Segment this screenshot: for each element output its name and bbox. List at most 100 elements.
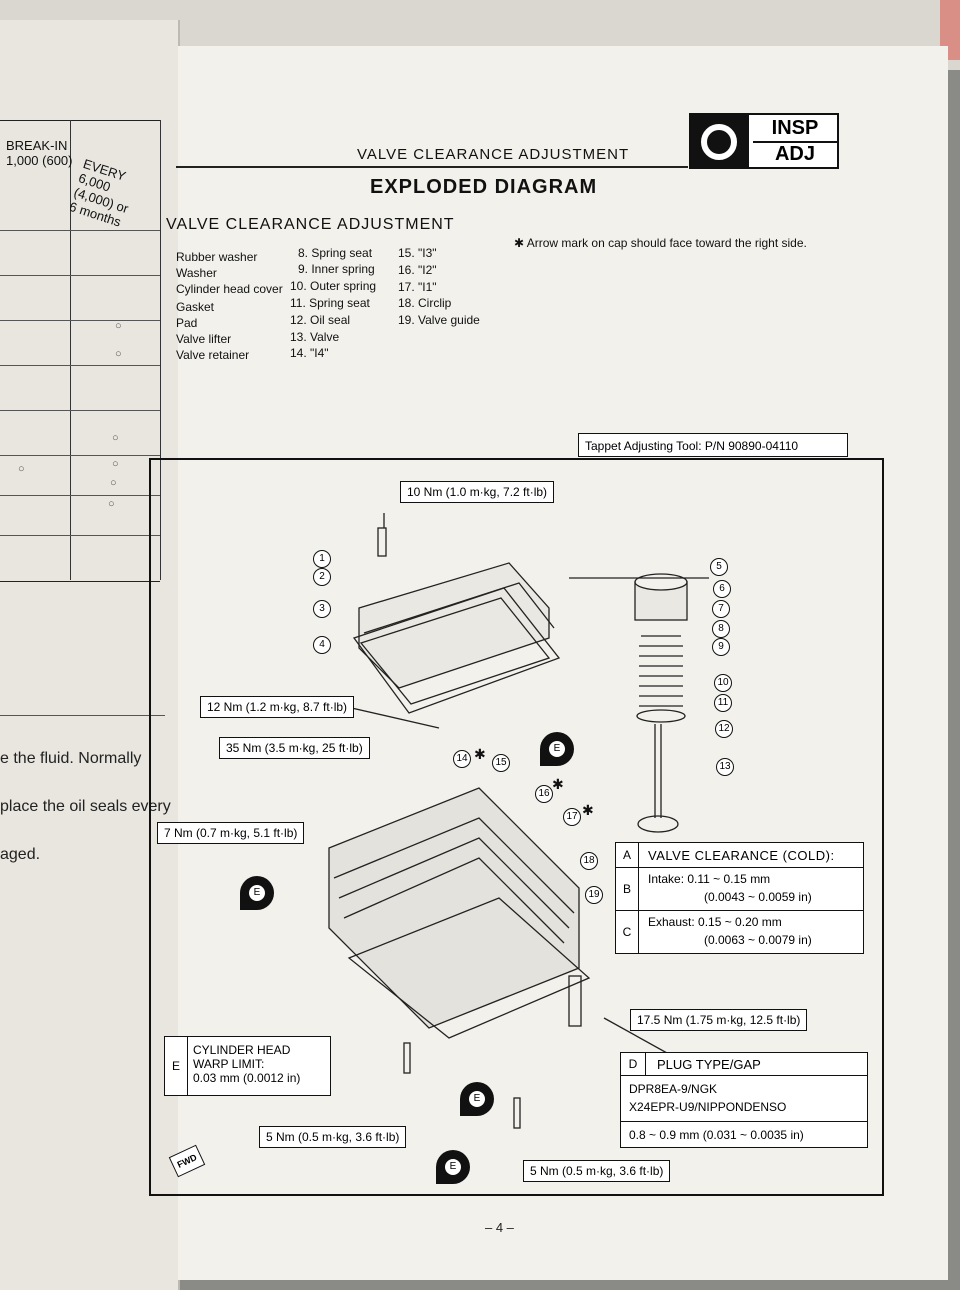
part-item: 8. Spring seat: [298, 246, 373, 260]
background-decoration: [940, 0, 960, 60]
intake-value: Intake: 0.11 ~ 0.15 mm: [648, 872, 771, 886]
plug-key: D: [621, 1053, 646, 1075]
spec-key: A: [616, 843, 639, 867]
e-label: E: [549, 741, 565, 757]
header-rule: [176, 166, 688, 168]
sealant-e-icon: E: [240, 876, 274, 910]
badge-line1: INSP: [753, 115, 837, 143]
insp-adj-badge: INSP ADJ: [689, 113, 839, 169]
valve-clearance-table: A VALVE CLEARANCE (COLD): B Intake: 0.11…: [615, 842, 864, 954]
torque-label: 35 Nm (3.5 m·kg, 25 ft·lb): [219, 737, 370, 759]
table-divider: [0, 410, 160, 411]
spec-row: A VALVE CLEARANCE (COLD):: [616, 843, 863, 867]
callout-5: 5: [710, 558, 728, 576]
part-item: Pad: [176, 316, 198, 330]
callout-8: 8: [712, 620, 730, 638]
part-item: 9. Inner spring: [298, 262, 375, 276]
callout-1: 1: [313, 550, 331, 568]
torque-label: 17.5 Nm (1.75 m·kg, 12.5 ft·lb): [630, 1009, 808, 1031]
schedule-mark: ○: [108, 498, 115, 510]
plug-row: D PLUG TYPE/GAP: [621, 1053, 867, 1075]
torque-label: 5 Nm (0.5 m·kg, 3.6 ft·lb): [259, 1126, 407, 1148]
part-item: Valve retainer: [176, 348, 250, 362]
exploded-diagram-drawing: [320, 513, 709, 1129]
schedule-mark: ○: [112, 432, 119, 444]
part-item: Cylinder head cover: [176, 282, 283, 296]
break-in-header: BREAK-IN 1,000 (600): [6, 138, 73, 168]
callout-19: 19: [585, 886, 603, 904]
tool-callout: Tappet Adjusting Tool: P/N 90890-04110: [578, 433, 848, 457]
intake-value-imperial: (0.0043 ~ 0.0059 in): [704, 890, 812, 904]
spec-row: B Intake: 0.11 ~ 0.15 mm (0.0043 ~ 0.005…: [616, 867, 863, 911]
callout-9: 9: [712, 638, 730, 656]
warp-text: CYLINDER HEAD WARP LIMIT: 0.03 mm (0.001…: [193, 1043, 300, 1085]
torque-label: 7 Nm (0.7 m·kg, 5.1 ft·lb): [157, 822, 305, 844]
callout-18: 18: [580, 852, 598, 870]
part-item: 10. Outer spring: [290, 279, 377, 293]
part-item: 18. Circlip: [398, 296, 452, 310]
warp-value: 0.03 mm (0.0012 in): [193, 1071, 301, 1085]
part-item: Washer: [176, 266, 217, 280]
callout-12: 12: [715, 720, 733, 738]
part-item: 14. "I4": [290, 346, 329, 360]
callout-17: 17: [563, 808, 581, 826]
spec-label: VALVE CLEARANCE (COLD):: [648, 848, 835, 863]
schedule-mark: ○: [115, 320, 122, 332]
plug-gap: 0.8 ~ 0.9 mm (0.031 ~ 0.0035 in): [629, 1128, 804, 1142]
table-divider: [0, 455, 160, 456]
plug-row: 0.8 ~ 0.9 mm (0.031 ~ 0.0035 in): [621, 1121, 867, 1148]
callout-4: 4: [313, 636, 331, 654]
part-item: 17. "I1": [398, 280, 437, 294]
asterisk-mark: ✱: [582, 802, 594, 818]
schedule-mark: ○: [18, 463, 25, 475]
maintenance-table: [0, 120, 160, 582]
callout-7: 7: [712, 600, 730, 618]
schedule-mark: ○: [115, 348, 122, 360]
callout-16: 16: [535, 785, 553, 803]
callout-14: 14: [453, 750, 471, 768]
table-divider: [160, 120, 161, 580]
e-label: E: [249, 885, 265, 901]
e-label: E: [469, 1091, 485, 1107]
page-number: – 4 –: [485, 1220, 514, 1235]
left-text-line: aged.: [0, 846, 41, 863]
part-item: 16. "I2": [398, 263, 437, 277]
warp-limit-box: E CYLINDER HEAD WARP LIMIT: 0.03 mm (0.0…: [164, 1036, 331, 1096]
exploded-diagram-frame: [149, 458, 884, 1196]
torque-label: 12 Nm (1.2 m·kg, 8.7 ft·lb): [200, 696, 355, 718]
badge-line2: ADJ: [774, 143, 815, 165]
section-divider: [0, 715, 165, 716]
e-label: E: [445, 1159, 461, 1175]
callout-2: 2: [313, 568, 331, 586]
table-divider: [0, 275, 160, 276]
spec-key: C: [616, 911, 639, 954]
asterisk-mark: ✱: [552, 776, 564, 792]
arrow-note: ✱ Arrow mark on cap should face toward t…: [514, 236, 807, 250]
spec-key: B: [616, 868, 639, 911]
schedule-mark: ○: [112, 458, 119, 470]
callout-3: 3: [313, 600, 331, 618]
page-title: EXPLODED DIAGRAM: [370, 176, 598, 198]
warp-line: WARP LIMIT:: [193, 1057, 265, 1071]
sealant-e-icon: E: [436, 1150, 470, 1184]
callout-10: 10: [714, 674, 732, 692]
callout-11: 11: [714, 694, 732, 712]
table-divider: [0, 320, 160, 321]
exhaust-value: Exhaust: 0.15 ~ 0.20 mm: [648, 915, 782, 929]
torque-label: 5 Nm (0.5 m·kg, 3.6 ft·lb): [523, 1160, 671, 1182]
spec-row: C Exhaust: 0.15 ~ 0.20 mm (0.0063 ~ 0.00…: [616, 910, 863, 954]
callout-13: 13: [716, 758, 734, 776]
diagram-subtitle: VALVE CLEARANCE ADJUSTMENT: [166, 216, 455, 233]
part-item: 12. Oil seal: [290, 313, 351, 327]
schedule-mark: ○: [110, 477, 117, 489]
sealant-e-icon: E: [540, 732, 574, 766]
table-divider: [70, 120, 71, 580]
table-divider: [0, 230, 160, 231]
wrench-icon: [691, 115, 749, 167]
part-item: Gasket: [176, 300, 215, 314]
warp-line: CYLINDER HEAD: [193, 1043, 291, 1057]
plug-type-box: D PLUG TYPE/GAP DPR8EA-9/NGK X24EPR-U9/N…: [620, 1052, 868, 1148]
asterisk-mark: ✱: [474, 746, 486, 762]
part-item: Valve lifter: [176, 332, 232, 346]
exhaust-value-imperial: (0.0063 ~ 0.0079 in): [704, 933, 812, 947]
